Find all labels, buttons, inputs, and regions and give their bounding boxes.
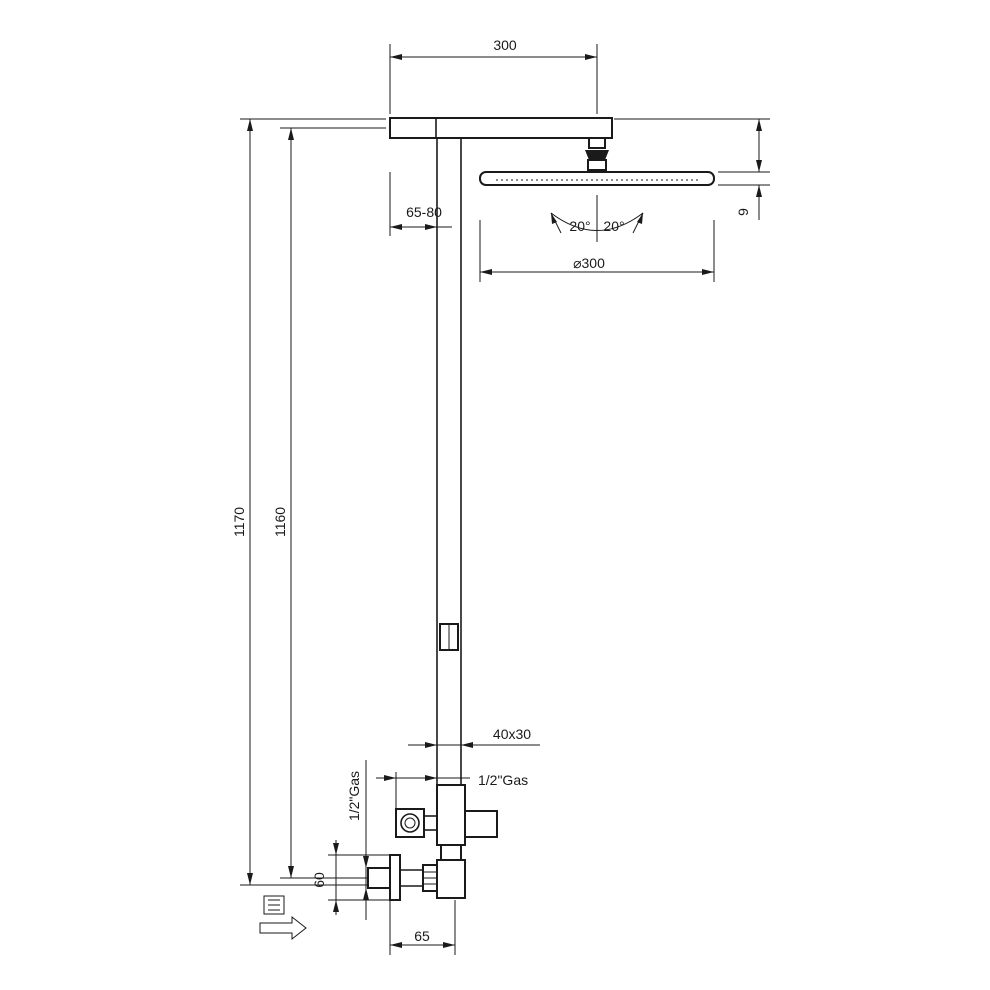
label-tilt-right: 20° <box>603 218 624 234</box>
head-connector <box>588 137 606 149</box>
wall-flange <box>389 854 401 901</box>
wall-hatch-icon <box>263 895 285 915</box>
label-arm-length: 300 <box>493 37 517 53</box>
inlet-pipe <box>367 867 391 889</box>
label-tube-section: 40x30 <box>493 726 531 742</box>
valve-assembly <box>367 784 498 901</box>
label-tilt-left: 20° <box>569 218 590 234</box>
label-head-thickness: 9 <box>735 208 751 216</box>
diverter-body <box>436 784 466 846</box>
mixer-lower <box>436 859 466 899</box>
top-arm <box>389 117 613 139</box>
label-head-diameter: ⌀300 <box>573 255 605 271</box>
head-plate <box>479 171 715 186</box>
outlet-knob <box>464 810 498 838</box>
label-wall-distance: 65-80 <box>406 204 442 220</box>
shower-column-body <box>389 117 613 785</box>
mixer-body <box>440 844 462 861</box>
label-inlet-thread: 1/2"Gas <box>346 771 362 821</box>
label-total-height: 1170 <box>231 507 247 537</box>
label-valve-height: 60 <box>311 872 327 888</box>
shower-head <box>479 137 715 186</box>
label-valve-width: 65 <box>414 928 430 944</box>
arrow-right-icon <box>259 915 307 941</box>
dimension-lines <box>240 44 770 955</box>
label-outlet-thread: 1/2"Gas <box>478 772 528 788</box>
label-inner-height: 1160 <box>272 507 288 537</box>
